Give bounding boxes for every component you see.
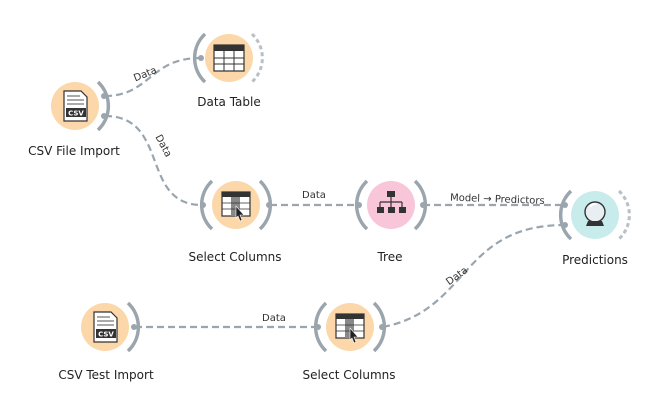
link-label: Data: [444, 265, 470, 288]
link-selectcolumns2-to-predictions[interactable]: Data: [382, 223, 566, 329]
table-icon: [213, 44, 245, 72]
link-label: Data: [302, 190, 326, 201]
node-select-columns-1[interactable]: [199, 179, 273, 231]
node-label-data-table: Data Table: [197, 95, 261, 109]
node-label-select-columns-2: Select Columns: [302, 368, 396, 382]
node-tree[interactable]: [354, 179, 428, 231]
node-predictions[interactable]: [558, 189, 631, 241]
link-label: Data: [153, 133, 174, 159]
select-columns-icon: [335, 313, 365, 344]
node-select-columns-2[interactable]: [313, 301, 387, 353]
csv-icon: CSV: [63, 90, 88, 122]
node-data-table[interactable]: [192, 32, 264, 84]
output-anchor[interactable]: [131, 324, 137, 330]
svg-text:CSV: CSV: [68, 110, 84, 118]
link-tree-to-predictions[interactable]: Model → Predictors: [423, 193, 565, 207]
node-csv-test-import[interactable]: CSV: [81, 301, 141, 353]
node-label-tree: Tree: [377, 250, 403, 264]
csv-icon: CSV: [93, 311, 118, 343]
link-csv-to-datatable[interactable]: Data: [104, 56, 201, 98]
link-csvtest-to-selectcolumns2[interactable]: Data: [135, 313, 318, 329]
tree-icon: [377, 191, 406, 213]
node-label-select-columns-1: Select Columns: [188, 250, 282, 264]
node-csv-file-import[interactable]: CSV: [51, 80, 111, 132]
select-columns-icon: [221, 191, 251, 222]
link-label: Model → Predictors: [450, 193, 545, 207]
svg-text:CSV: CSV: [98, 331, 114, 339]
node-label-csv-test-import: CSV Test Import: [58, 368, 154, 382]
node-label-csv-file-import: CSV File Import: [28, 144, 120, 158]
input-anchor[interactable]: [198, 55, 204, 61]
link-csv-to-selectcolumns1[interactable]: Data: [104, 114, 203, 207]
node-label-predictions: Predictions: [562, 253, 628, 267]
crystal-ball-icon: [584, 201, 606, 226]
link-label: Data: [132, 65, 158, 84]
link-selectcolumns1-to-tree[interactable]: Data: [270, 190, 359, 207]
link-label: Data: [262, 313, 286, 324]
